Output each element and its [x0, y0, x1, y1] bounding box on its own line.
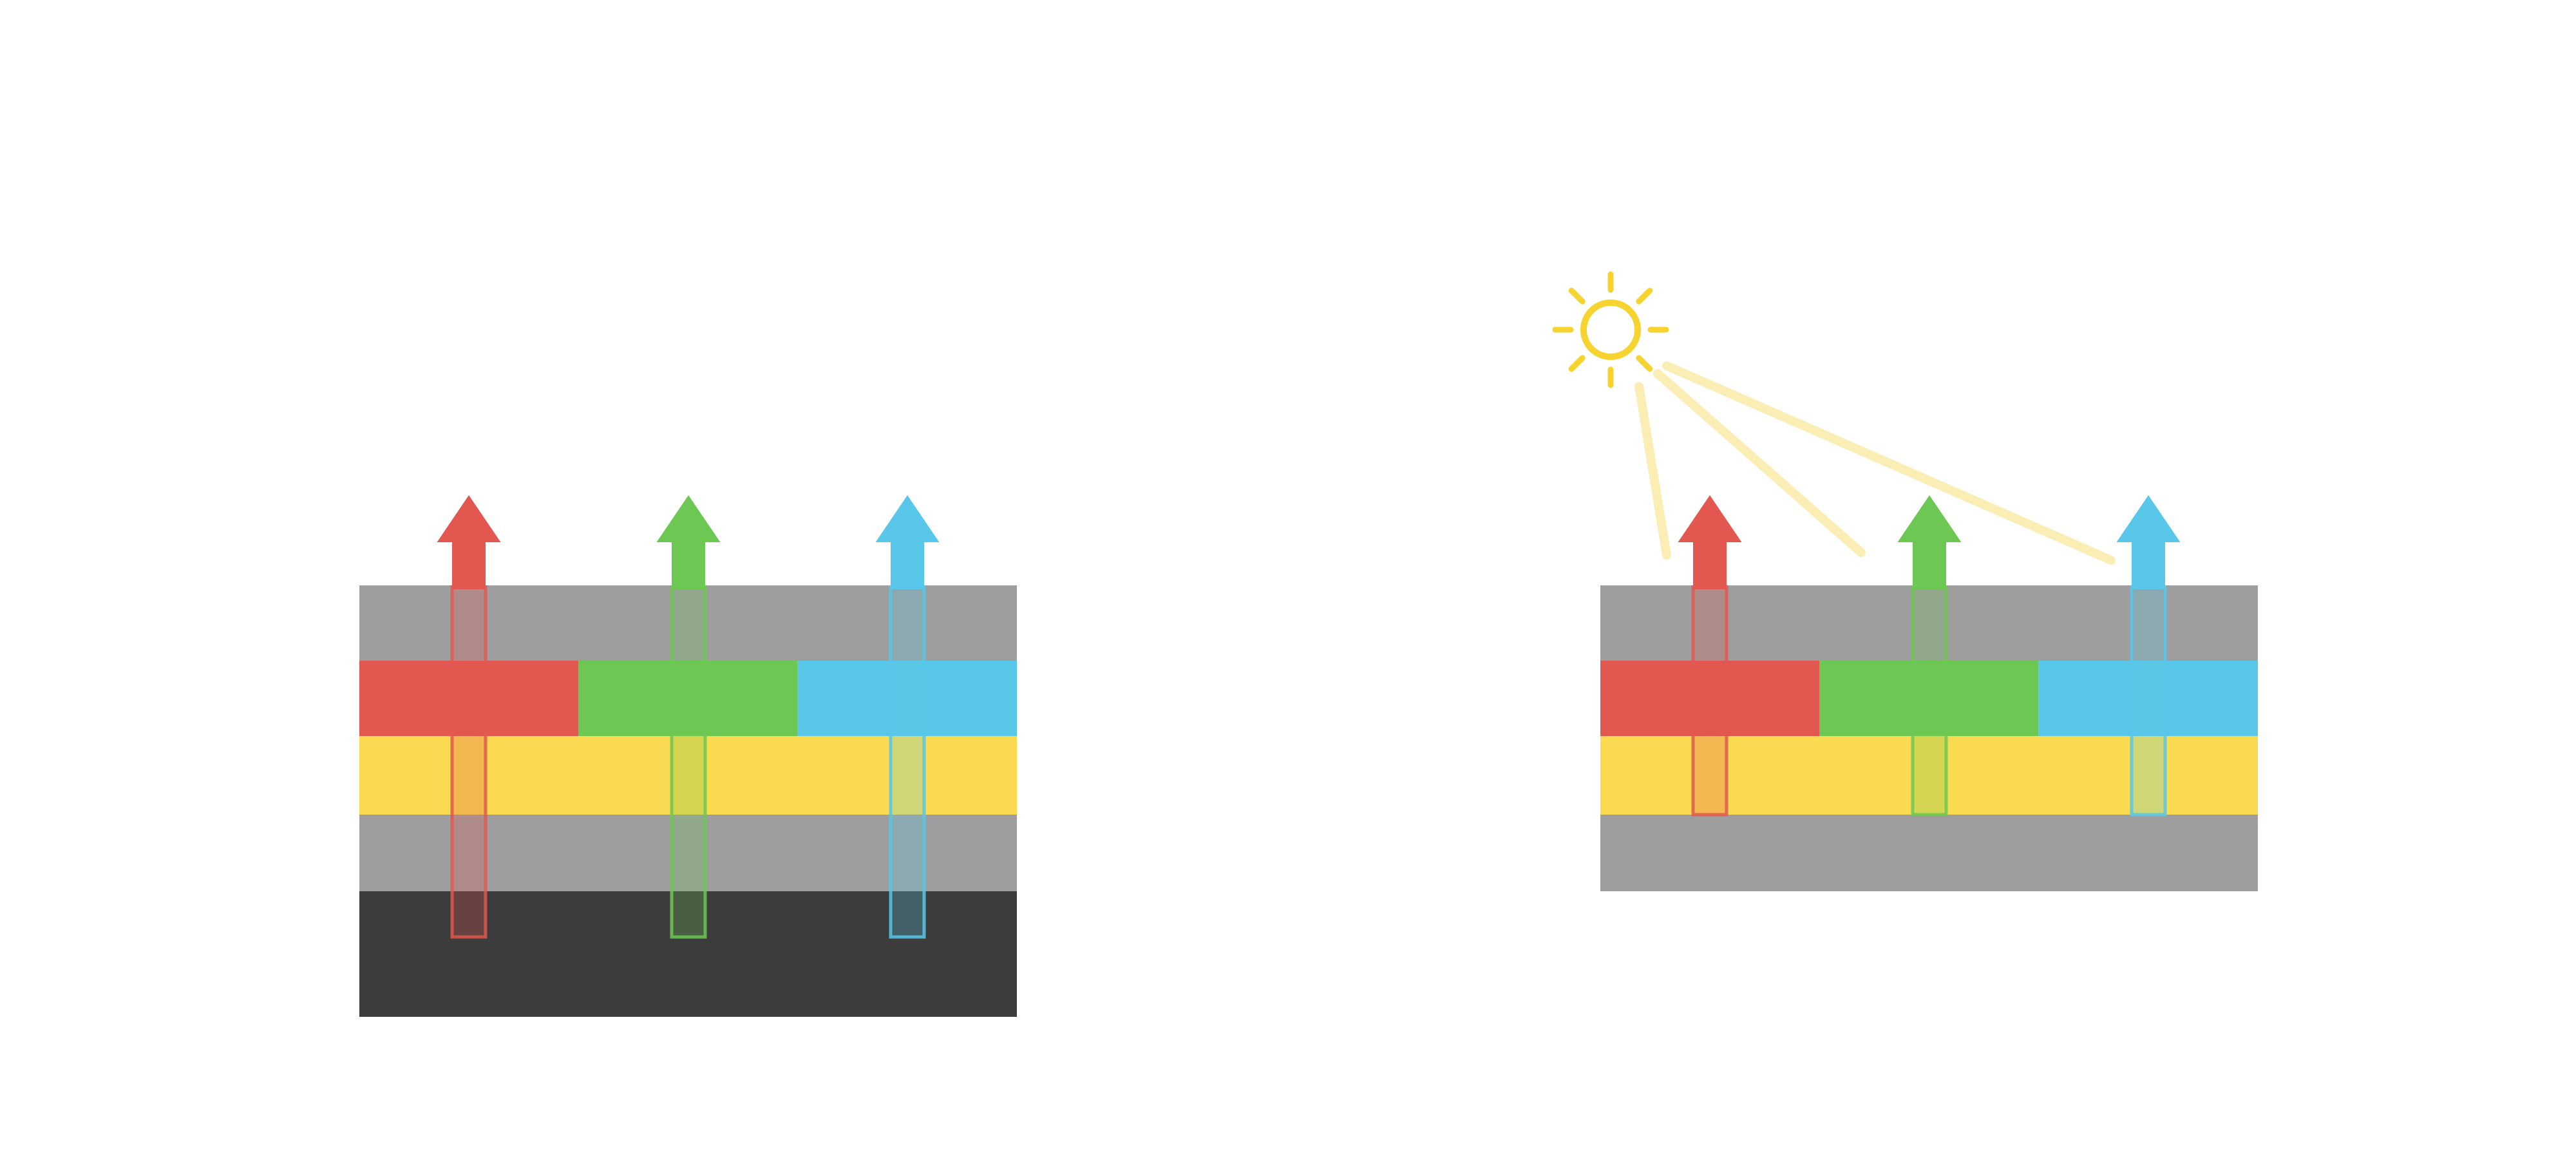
lower-gray-layer [1600, 815, 2258, 891]
red-light-arrow-beam [1691, 585, 1728, 817]
sun-icon [1552, 271, 1669, 388]
red-light-arrow-head [437, 495, 501, 589]
green-light-arrow-head [1897, 495, 1962, 589]
yellow-layer [359, 736, 1017, 815]
red-light-arrow [1678, 495, 1742, 817]
blue-subpixel [797, 661, 1017, 736]
yellow-layer [1600, 736, 2258, 815]
reflective-ambient-light-stack [1552, 271, 2258, 891]
red-light-arrow-head [1678, 495, 1742, 589]
sunbeam-1 [1634, 382, 1671, 560]
blue-light-arrow-head [2116, 495, 2181, 589]
green-light-arrow [656, 495, 721, 939]
blue-light-arrow [2116, 495, 2181, 817]
backlight-layer [359, 891, 1017, 1017]
green-subpixel [578, 661, 798, 736]
green-light-arrow-beam [1911, 585, 1948, 817]
green-light-arrow-head [656, 495, 721, 589]
sun-ray [1568, 355, 1586, 372]
red-subpixel [359, 661, 579, 736]
blue-light-arrow-beam [889, 585, 926, 939]
red-subpixel [1600, 661, 1820, 736]
backlit-display-stack [359, 495, 1017, 1017]
red-light-arrow [437, 495, 501, 939]
blue-subpixel [2038, 661, 2258, 736]
sun-ray [1636, 287, 1653, 305]
sun-ray [1568, 287, 1586, 305]
green-light-arrow [1897, 495, 1962, 817]
green-subpixel [1819, 661, 2039, 736]
sunbeam-2 [1653, 369, 1866, 557]
sun-ray [1636, 355, 1653, 372]
sunbeam-3 [1662, 361, 2116, 565]
red-light-arrow-beam [450, 585, 488, 939]
sun-disc [1580, 299, 1641, 360]
top-gray-layer [359, 585, 1017, 661]
blue-light-arrow-beam [2130, 585, 2167, 817]
blue-light-arrow [875, 495, 940, 939]
green-light-arrow-beam [670, 585, 707, 939]
top-gray-layer [1600, 585, 2258, 661]
blue-light-arrow-head [875, 495, 940, 589]
lower-gray-layer [359, 815, 1017, 891]
